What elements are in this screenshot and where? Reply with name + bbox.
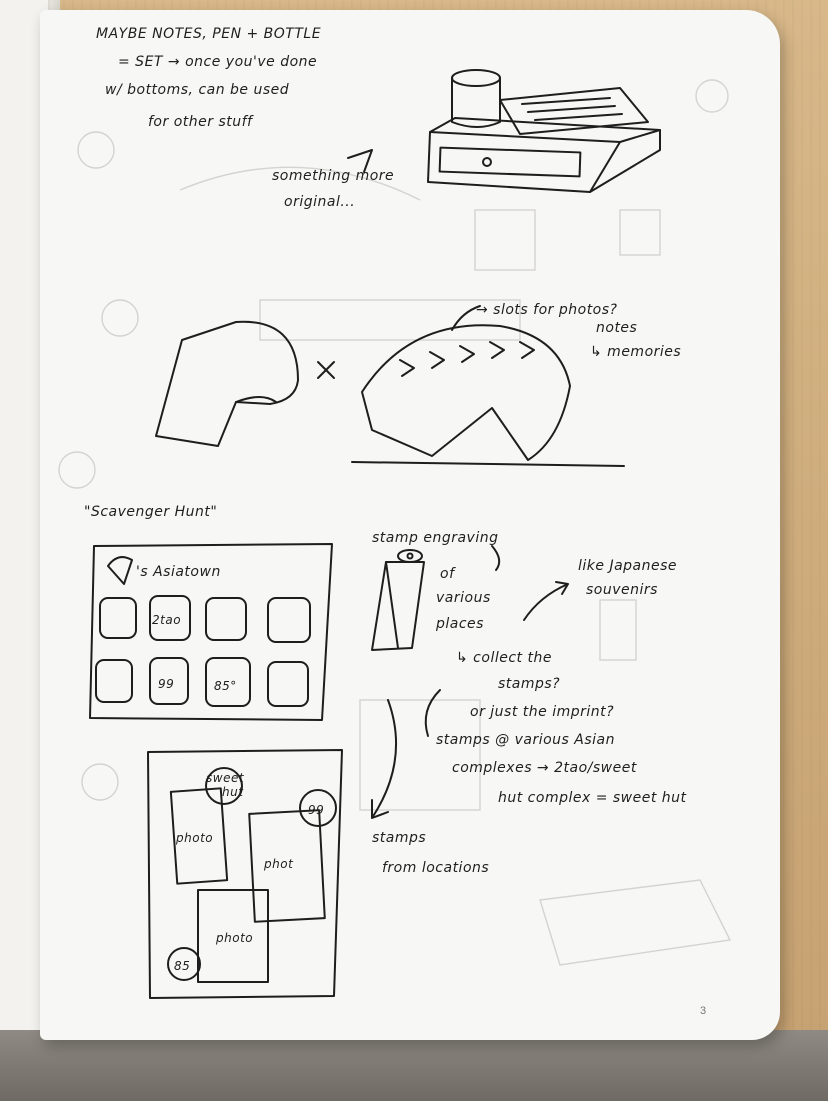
- badge-hut: hut: [222, 785, 244, 799]
- section-p-sketch: → slots for photos? notes ↳ memories: [155, 302, 681, 467]
- photo-card: [169, 787, 229, 885]
- p-shape: [155, 320, 299, 447]
- badge-sweet: sweet: [206, 771, 245, 785]
- stamp-cell: [149, 595, 191, 641]
- page-number: 3: [700, 1005, 706, 1017]
- badge-99-circle: [299, 789, 337, 827]
- notes-title: MAYBE NOTES, PEN + BOTTLE: [96, 26, 321, 42]
- photo-card: [197, 889, 269, 983]
- stamp-cell: [95, 659, 133, 703]
- stamp-cell: [99, 597, 137, 639]
- leaf-icon: [107, 556, 133, 585]
- scavenger-title: "Scavenger Hunt": [84, 504, 217, 520]
- collect-line-1: ↳ collect the: [456, 650, 552, 666]
- locations-line-1: stamps: [372, 830, 426, 846]
- section-stamp-notes: stamp engraving of various places like J…: [371, 530, 687, 876]
- bleed-through-sketches: [58, 79, 732, 966]
- collage-frame: [147, 749, 343, 999]
- tent-shape: [361, 324, 571, 461]
- japanese-line-2: souvenirs: [586, 582, 658, 598]
- cross-mark: [317, 361, 335, 379]
- notes-line-2: = SET → once you've done: [118, 54, 317, 70]
- stamp-grid-top: 2tao: [99, 595, 311, 643]
- notes-line-3: w/ bottoms, can be used: [105, 82, 289, 98]
- stamp-cell: [267, 661, 309, 707]
- stamp-cell-label: 2tao: [152, 613, 181, 627]
- eye-icon: [397, 549, 423, 563]
- stamp-cell: [205, 597, 247, 641]
- photo-label-2: phot: [263, 857, 294, 871]
- stamp-block: [371, 561, 425, 651]
- stamp-card: [89, 543, 333, 721]
- original-arrow: [347, 149, 373, 173]
- imprint-line: or just the imprint?: [470, 704, 614, 720]
- stamp-cell-label: 99: [158, 677, 174, 691]
- photo-card: [248, 809, 326, 923]
- section-photo-collage: photo sweet hut phot 99 photo 85: [147, 749, 343, 999]
- stamp-line-4: places: [435, 616, 484, 632]
- badge-99: 99: [308, 803, 324, 817]
- slots-note-b: notes: [596, 320, 637, 336]
- japanese-line-1: like Japanese: [578, 558, 677, 574]
- sweet-hut-badge: [205, 767, 243, 805]
- section-notes-set: MAYBE NOTES, PEN + BOTTLE = SET → once y…: [96, 26, 661, 210]
- stamp-cell-label: 85°: [214, 679, 237, 693]
- original-note-b: original...: [284, 194, 355, 210]
- photo-label-1: photo: [175, 831, 213, 845]
- stamp-cell: [267, 597, 311, 643]
- section-scavenger-hunt: "Scavenger Hunt" 's Asiatown 2tao 99 85°: [84, 504, 333, 721]
- stamp-cell: [149, 657, 189, 705]
- bottom-shadow: [0, 1030, 828, 1101]
- original-note-a: something more: [272, 168, 394, 184]
- sketchbook-page: [40, 10, 780, 1040]
- asian-line-2: complexes → 2tao/sweet: [452, 760, 637, 776]
- notes-line-4: for other stuff: [148, 114, 254, 130]
- stamp-line-1: stamp engraving: [372, 530, 498, 546]
- stamp-line-2: of: [440, 566, 456, 582]
- down-arrow: [371, 699, 397, 819]
- card-title: 's Asiatown: [136, 564, 221, 580]
- locations-line-2: from locations: [382, 860, 489, 876]
- stamp-grid-bottom: 99 85°: [95, 657, 309, 707]
- slots-note-c: ↳ memories: [590, 344, 681, 360]
- stamp-line-3: various: [436, 590, 491, 606]
- asian-line-3: hut complex = sweet hut: [498, 790, 687, 806]
- box-set-sketch: [427, 69, 661, 193]
- stamp-cell: [205, 657, 251, 707]
- slots-note-a: → slots for photos?: [476, 302, 618, 318]
- badge-85: 85: [174, 959, 190, 973]
- asian-line-1: stamps @ various Asian: [436, 732, 615, 748]
- collect-line-2: stamps?: [498, 676, 560, 692]
- badge-85-circle: [167, 947, 201, 981]
- photo-label-3: photo: [215, 931, 253, 945]
